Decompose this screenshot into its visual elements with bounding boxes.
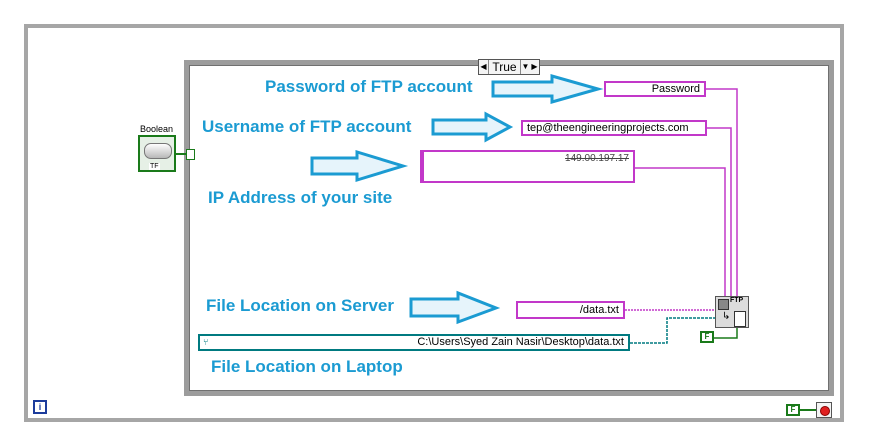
ftp-put-file-vi[interactable]: FTP ↳	[715, 296, 749, 328]
username-annotation: Username of FTP account	[202, 117, 412, 136]
boolean-button-icon	[144, 143, 172, 159]
laptop-annotation: File Location on Laptop	[211, 357, 403, 376]
boolean-control[interactable]: TF	[138, 135, 176, 172]
path-icon: ⑂	[203, 337, 209, 347]
upload-arrow-icon: ↳	[722, 311, 731, 322]
loop-condition-terminal[interactable]	[816, 402, 832, 418]
selector-increment-arrow[interactable]: ▶	[531, 62, 538, 71]
selector-decrement-arrow[interactable]: ◀	[480, 62, 487, 71]
boolean-control-label: Boolean	[140, 124, 174, 134]
annotation-arrows	[310, 74, 604, 325]
ip-arrow	[310, 149, 409, 183]
server-arrow	[409, 290, 501, 325]
server-file-constant[interactable]: /data.txt	[516, 301, 625, 319]
ip-wire	[635, 167, 726, 302]
ip-annotation: IP Address of your site	[208, 188, 393, 207]
false-constant[interactable]: F	[700, 331, 714, 343]
server-icon	[718, 299, 729, 310]
loop-false-constant[interactable]: F	[786, 404, 800, 416]
document-icon	[734, 311, 746, 327]
boolean-type-label: TF	[149, 163, 160, 170]
username-constant[interactable]: tep@theengineeringprojects.com	[521, 120, 707, 136]
password-constant[interactable]: Password	[604, 81, 706, 97]
username-arrow	[431, 111, 514, 143]
iteration-terminal[interactable]: i	[33, 400, 47, 414]
laptop-path-text: C:\Users\Syed Zain Nasir\Desktop\data.tx…	[417, 336, 624, 348]
ip-address-text: 149.00.197.17	[565, 153, 629, 164]
password-arrow	[491, 74, 604, 104]
server-annotation: File Location on Server	[206, 296, 394, 315]
laptop-path-wire	[630, 317, 715, 344]
ip-address-constant[interactable]: 149.00.197.17	[420, 150, 635, 183]
ftp-vi-title: FTP	[730, 297, 744, 304]
username-wire	[707, 127, 732, 302]
false-const-wire	[712, 328, 738, 339]
case-selector[interactable]: ◀ True ▼ ▶	[478, 59, 540, 75]
stop-icon	[820, 406, 830, 416]
laptop-path-constant[interactable]: ⑂ C:\Users\Syed Zain Nasir\Desktop\data.…	[198, 334, 630, 351]
selector-dropdown-icon[interactable]: ▼	[521, 62, 530, 71]
password-annotation: Password of FTP account	[265, 77, 473, 96]
case-selector-value: True	[488, 60, 521, 74]
case-selector-terminal[interactable]	[186, 149, 195, 160]
while-loop-frame	[24, 24, 844, 422]
